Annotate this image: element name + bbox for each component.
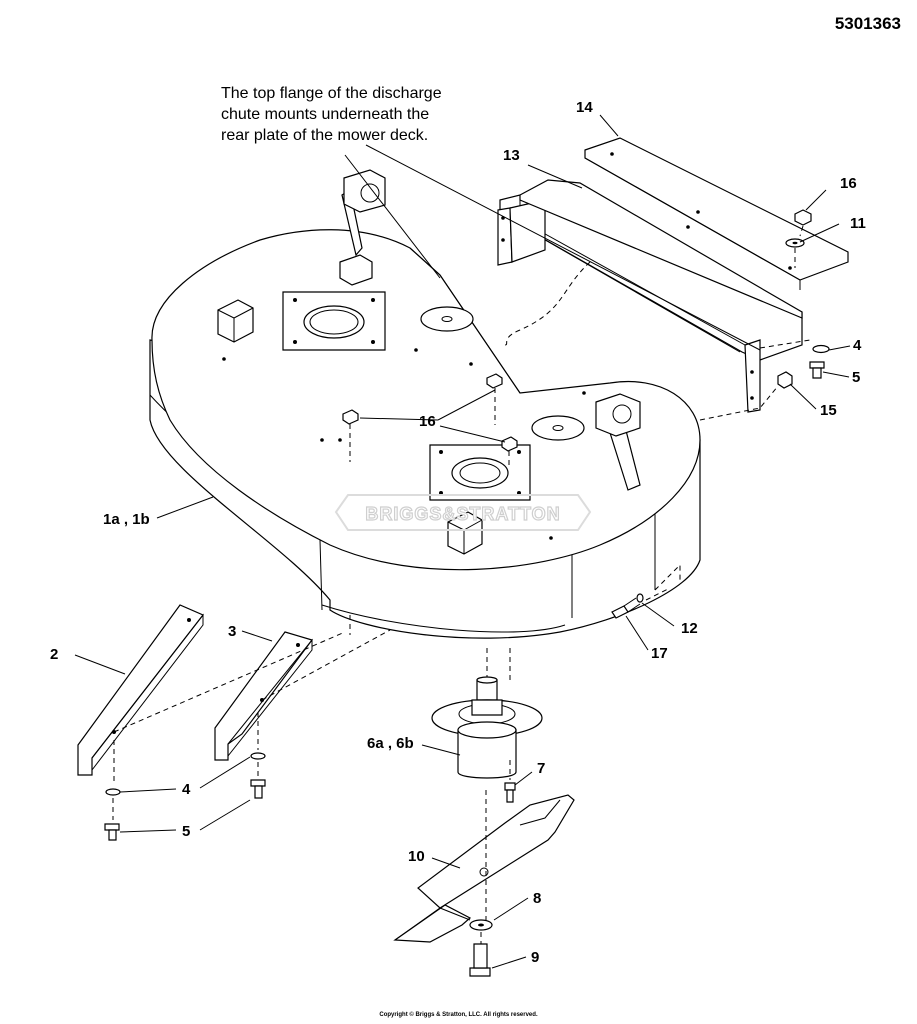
callout-16-top: 16	[840, 175, 857, 192]
side-hardware	[611, 563, 681, 619]
note-line-3: rear plate of the mower deck.	[221, 127, 429, 144]
deck-nuts	[342, 373, 518, 465]
baffle-2	[77, 604, 204, 776]
callout-5-left: 5	[182, 823, 190, 840]
flap-hardware	[785, 209, 812, 268]
brand-watermark: BRIGGS&STRATTON	[365, 504, 560, 524]
callout-10: 10	[408, 848, 425, 865]
note-line-2: chute mounts underneath the	[221, 106, 430, 123]
part-number: 5301363	[834, 14, 901, 33]
cutting-blade	[393, 794, 575, 943]
callout-8: 8	[533, 890, 541, 907]
callout-2: 2	[50, 646, 58, 663]
blade-hardware	[469, 919, 493, 977]
chute-hardware	[699, 339, 830, 421]
mower-deck: BRIGGS&STRATTON	[149, 169, 701, 639]
spindle-bolt	[504, 760, 516, 803]
callout-6a-6b: 6a , 6b	[367, 735, 414, 752]
callouts: 14 13 16 11 4 5 15 16 1a , 1b 2 3 12 17 …	[50, 99, 866, 966]
copyright-notice: Copyright © Briggs & Stratton, LLC. All …	[379, 1012, 538, 1018]
callout-7: 7	[537, 760, 545, 777]
callout-17: 17	[651, 645, 668, 662]
callout-11: 11	[850, 215, 866, 232]
callout-5-right: 5	[852, 369, 860, 386]
assembly-note: The top flange of the discharge chute mo…	[221, 83, 481, 146]
callout-14: 14	[576, 99, 593, 116]
flap-plate	[584, 137, 849, 290]
callout-4-left: 4	[182, 781, 191, 798]
callout-13: 13	[503, 147, 520, 164]
callout-9: 9	[531, 949, 539, 966]
baffle-hardware	[104, 752, 266, 841]
callout-4-right: 4	[853, 337, 862, 354]
callout-12: 12	[681, 620, 698, 637]
note-line-1: The top flange of the discharge	[221, 85, 442, 102]
callout-16-deck: 16	[419, 413, 436, 430]
callout-1a-1b: 1a , 1b	[103, 511, 150, 528]
callout-3: 3	[228, 623, 236, 640]
callout-15: 15	[820, 402, 837, 419]
spindle-assembly	[431, 648, 543, 779]
baffle-3	[214, 631, 313, 761]
leader-lines	[74, 114, 851, 969]
discharge-chute	[497, 179, 803, 413]
